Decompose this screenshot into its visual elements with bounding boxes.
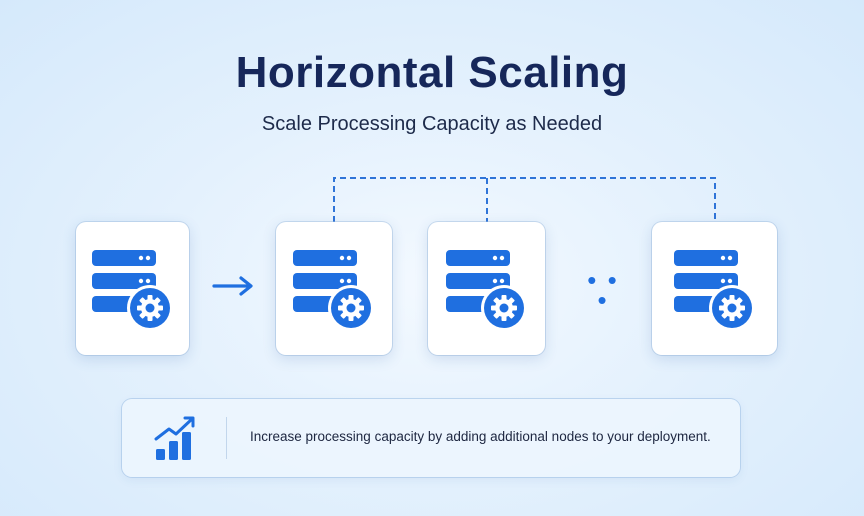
server-gear-icon <box>673 249 755 331</box>
growth-chart-icon <box>154 416 195 460</box>
info-divider <box>226 417 227 459</box>
info-banner: Increase processing capacity by adding a… <box>122 399 740 477</box>
server-node-n <box>652 222 777 355</box>
info-text: Increase processing capacity by adding a… <box>250 429 711 444</box>
ellipsis-indicator: • • • <box>587 265 619 315</box>
server-node-source <box>76 222 189 355</box>
server-node-2 <box>428 222 545 355</box>
page-subtitle: Scale Processing Capacity as Needed <box>261 113 603 135</box>
arrow-right-icon <box>212 276 253 296</box>
server-gear-icon <box>91 249 173 331</box>
server-gear-icon <box>293 249 374 331</box>
page-title: Horizontal Scaling <box>235 48 629 97</box>
server-node-1 <box>276 222 392 355</box>
server-gear-icon <box>445 249 527 331</box>
